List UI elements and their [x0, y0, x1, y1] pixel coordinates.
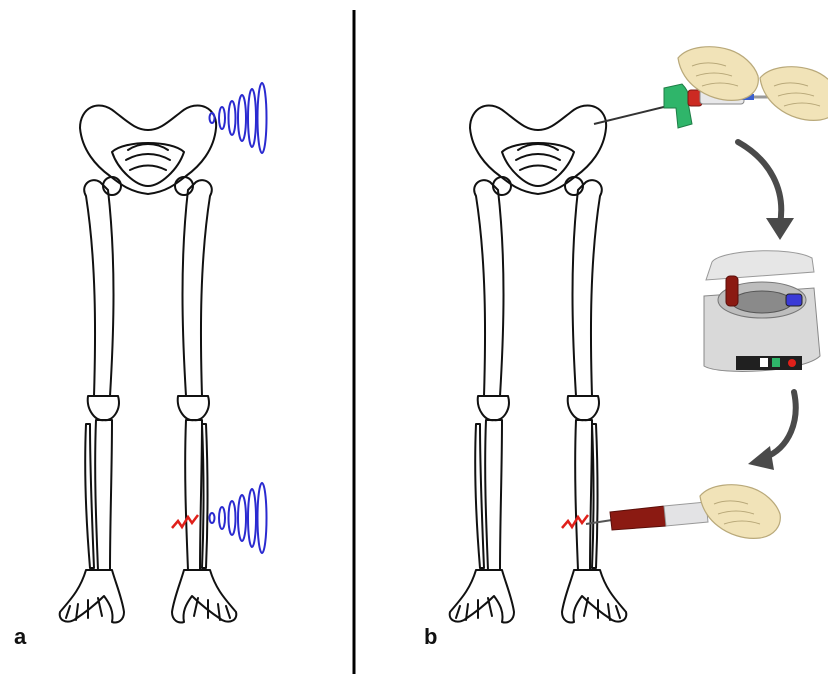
curved-arrow-icon [738, 142, 794, 240]
panel-label-b: b [424, 624, 437, 650]
panel-label-a: a [14, 624, 26, 650]
curved-arrow-icon [748, 392, 796, 470]
panel-b [450, 47, 828, 623]
hand-icon [760, 67, 828, 121]
skeleton-a [60, 105, 237, 622]
fracture-mark [562, 515, 588, 528]
skeleton-b [450, 105, 627, 622]
hand-icon [700, 485, 780, 539]
ultrasound-wave-icon [210, 483, 267, 553]
ultrasound-wave-icon [210, 83, 267, 153]
fracture-mark [172, 515, 198, 528]
centrifuge-icon [704, 251, 820, 372]
panel-a [60, 83, 267, 623]
